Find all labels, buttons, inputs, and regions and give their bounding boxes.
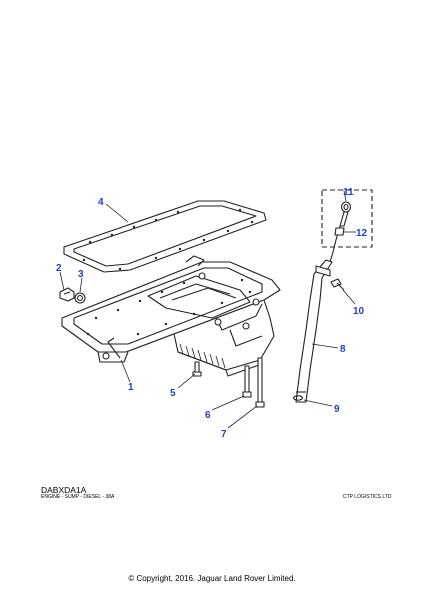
dipstick-seal [334, 227, 345, 236]
leader-lines [59, 190, 356, 429]
bolt-medium [242, 365, 252, 398]
dipstick-tube [295, 259, 333, 403]
callout-9: 9 [334, 404, 340, 415]
drain-plug [59, 287, 75, 302]
callout-3: 3 [78, 269, 84, 280]
sump-gasket [63, 200, 267, 273]
callout-12: 12 [356, 228, 368, 239]
bolt-long [255, 357, 265, 408]
callout-1: 1 [128, 382, 134, 393]
callout-labels: 1 2 3 4 5 6 7 8 9 10 11 12 [56, 187, 368, 440]
dipstick-detail-frame [321, 189, 373, 248]
reference-code: DABXDA1A [41, 485, 87, 495]
callout-5: 5 [170, 388, 176, 399]
diagram-description: ENGINE - SUMP - DIESEL - 38A [41, 494, 115, 500]
diagram-credit: CTP LOGISTICS LTD [343, 494, 392, 500]
tube-bolt [330, 278, 345, 291]
copyright-notice: © Copyright, 2016. Jaguar Land Rover Lim… [128, 574, 296, 583]
callout-10: 10 [353, 306, 365, 317]
o-ring [292, 395, 304, 401]
callout-6: 6 [205, 410, 211, 421]
bolt-short [192, 361, 202, 377]
callout-7: 7 [221, 429, 227, 440]
callout-8: 8 [340, 344, 346, 355]
callout-11: 11 [343, 187, 354, 198]
callout-4: 4 [98, 197, 104, 208]
callout-2: 2 [56, 263, 62, 274]
sealing-washer [74, 292, 86, 304]
oil-sump [61, 255, 281, 377]
